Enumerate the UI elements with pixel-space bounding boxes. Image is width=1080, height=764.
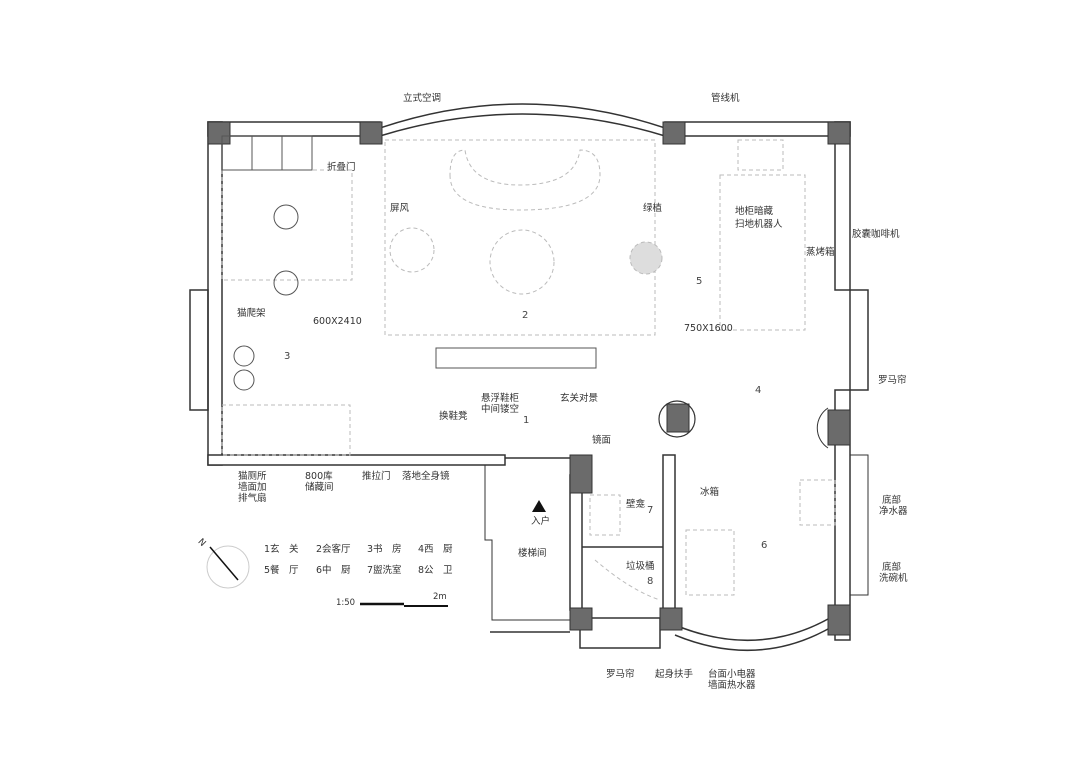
label-standing-ac: 立式空调: [403, 93, 442, 104]
label-niche: 壁龛: [626, 499, 646, 510]
legend-room-1: 1玄 关: [264, 544, 299, 555]
label-cat-toilet-2: 墙面加: [238, 482, 267, 493]
label-roman-blind-right: 罗马帘: [878, 375, 907, 386]
label-stairwell: 楼梯间: [518, 548, 547, 559]
label-cat-toilet-1: 猫厕所: [238, 471, 267, 482]
label-purifier-2: 净水器: [879, 506, 908, 517]
label-cat-tree: 猫爬架: [237, 308, 266, 319]
label-dining-size: 750X1600: [684, 323, 733, 334]
legend-room-6: 6中 厨: [316, 565, 351, 576]
room-number-1: 1: [523, 415, 530, 426]
label-fridge: 冰箱: [700, 487, 720, 498]
scale-ratio: 1:50: [336, 598, 356, 608]
label-dishwasher-1: 底部: [882, 562, 902, 573]
room-number-7: 7: [647, 505, 654, 516]
label-robot-cabinet-2: 扫地机器人: [735, 219, 783, 230]
scale-length: 2m: [433, 592, 447, 602]
label-dishwasher-2: 洗碗机: [879, 573, 908, 584]
label-grab-bar: 起身扶手: [655, 669, 694, 680]
scale-bar: [360, 602, 448, 607]
label-trash: 垃圾桶: [626, 561, 655, 572]
legend-room-3: 3书 房: [367, 544, 402, 555]
north-arrow-icon: [206, 545, 250, 589]
columns: [207, 121, 851, 636]
label-sliding-door: 推拉门: [362, 471, 391, 482]
label-roman-blind-bottom: 罗马帘: [606, 669, 635, 680]
label-purifier-1: 底部: [882, 495, 902, 506]
label-storage-1: 800库: [305, 471, 333, 482]
legend-room-4: 4西 厨: [418, 544, 453, 555]
label-entry-view: 玄关对景: [560, 393, 599, 404]
label-robot-cabinet-1: 地柜暗藏: [735, 206, 774, 217]
label-study-size: 600X2410: [313, 316, 362, 327]
label-cat-toilet-3: 排气扇: [238, 493, 267, 504]
room-number-3: 3: [284, 351, 291, 362]
room-number-5: 5: [696, 276, 703, 287]
legend-room-2: 2会客厅: [316, 544, 351, 555]
room-number-8: 8: [647, 576, 654, 587]
label-storage-2: 储藏间: [305, 482, 334, 493]
label-entrance: 入户: [531, 516, 551, 527]
label-shoe-cabinet-2: 中间镂空: [481, 404, 520, 415]
room-number-2: 2: [522, 310, 529, 321]
label-coffee-machine: 胶囊咖啡机: [852, 229, 900, 240]
shoe-cabinet: [435, 347, 597, 369]
label-folding-door: 折叠门: [327, 162, 356, 173]
legend-room-8: 8公 卫: [418, 565, 453, 576]
room-number-6: 6: [761, 540, 768, 551]
label-appliances-1: 台面小电器: [708, 669, 756, 680]
room-number-4: 4: [755, 385, 762, 396]
label-full-mirror: 落地全身镜: [402, 471, 450, 482]
furniture: [221, 139, 836, 601]
label-appliances-2: 墙面热水器: [708, 680, 756, 691]
entrance-arrow-icon: [532, 500, 546, 512]
label-mirror: 镜面: [592, 435, 612, 446]
legend-room-7: 7盥洗室: [367, 565, 402, 576]
legend-room-5: 5餐 厅: [264, 565, 299, 576]
label-pipe-machine: 管线机: [711, 93, 740, 104]
label-steam-oven: 蒸烤箱: [806, 247, 835, 258]
study-desk: [221, 135, 313, 391]
label-screen: 屏风: [390, 203, 410, 214]
label-shoe-bench: 换鞋凳: [439, 411, 468, 422]
label-shoe-cabinet-1: 悬浮鞋柜: [481, 393, 520, 404]
label-plant: 绿植: [643, 203, 663, 214]
